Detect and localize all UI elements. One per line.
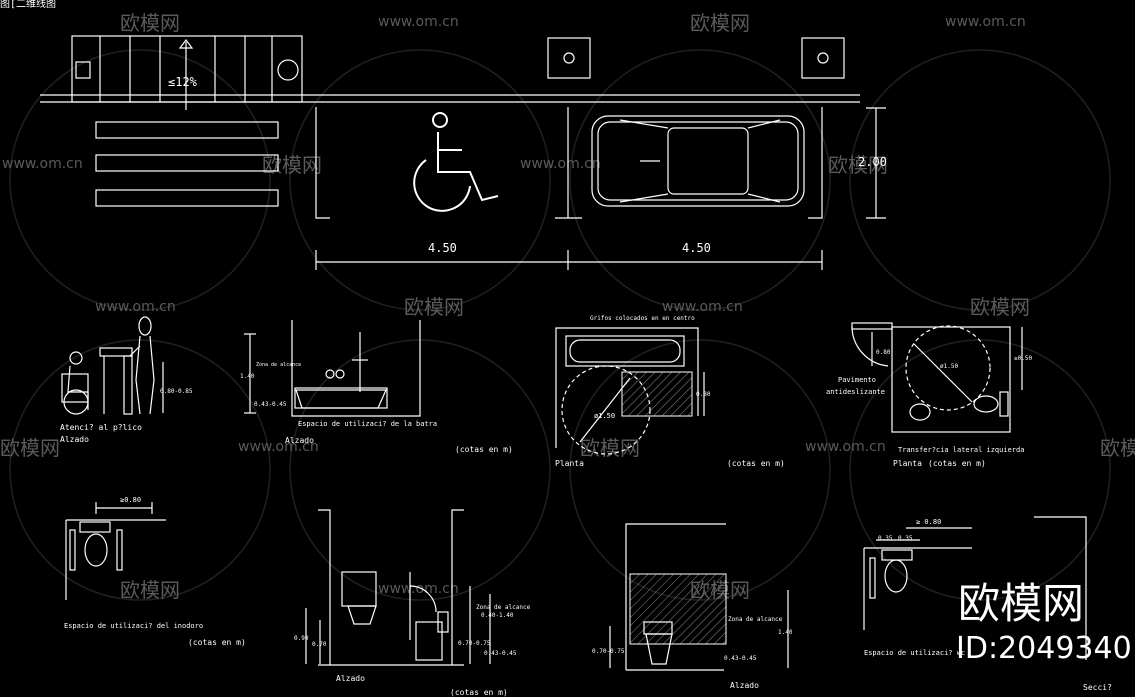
wm-brand: 欧模网	[0, 436, 60, 460]
wc2-h-a: 0.70-0.75	[458, 640, 491, 647]
wm-brand: 欧模网	[404, 295, 464, 319]
car-icon	[591, 115, 805, 207]
ramp-slope-label: ≤12%	[168, 75, 198, 89]
wm-brand: 欧模网	[970, 295, 1030, 319]
window-title: 图[二维线图	[0, 0, 56, 10]
wc-elevation-2: 0.90 0.70 Zona de alcance 0.40-1.40 0.70…	[294, 509, 531, 697]
bath-units: (cotas en m)	[455, 445, 513, 454]
wc2-units: (cotas en m)	[450, 688, 508, 697]
wm-url: www.om.cn	[378, 14, 459, 30]
plan2-dim-b: ≥0.50	[1014, 355, 1032, 362]
plan2-floor-2: antideslizante	[826, 388, 885, 396]
wc3-h3: 0.43-0.45	[724, 655, 757, 662]
bath-subtitle: Alzado	[285, 436, 314, 445]
parking-spaces: 4.50 4.50 2.00	[315, 107, 887, 270]
wm-url: www.om.cn	[238, 439, 319, 455]
wc2-label: Alzado	[336, 674, 365, 683]
wm-url: www.om.cn	[945, 14, 1026, 30]
bollards	[547, 37, 845, 79]
parking-depth: 2.00	[858, 155, 887, 169]
wc1-units: (cotas en m)	[188, 638, 246, 647]
wc-plan-4: ≥ 0.80 0.35 0.35 Espacio de utilizaci? w…	[863, 516, 1112, 692]
counter-title: Atenci? al p?lico	[60, 423, 142, 432]
parking-width-right: 4.50	[682, 241, 711, 255]
counter-elevation: 0.80-0.85 Atenci? al p?lico Alzado	[60, 316, 193, 444]
wc2-h-d: 0.70	[312, 641, 327, 648]
plan2-floor-1: Pavimento	[838, 376, 876, 384]
wc4-section: Secci?	[1083, 683, 1112, 692]
wm-url: www.om.cn	[378, 581, 459, 597]
plan2-units: (cotas en m)	[928, 459, 986, 468]
brand-watermark: 欧模网 ID:2049340	[956, 579, 1132, 666]
plan2-transfer: Transfer?cia lateral izquierda	[898, 446, 1024, 454]
wc3-label: Alzado	[730, 681, 759, 690]
bath-elevation: 1.40 0.43-0.45 Zona de alcance Espacio d…	[240, 320, 513, 454]
parking-width-left: 4.50	[428, 241, 457, 255]
wc-elevation-3: Zona de alcance 1.40 0.70-0.75 0.43-0.45…	[592, 523, 793, 690]
wc2-h-b: 0.43-0.45	[484, 650, 517, 657]
counter-subtitle: Alzado	[60, 435, 89, 444]
wm-brand: 欧模网	[120, 11, 180, 35]
wm-brand: 欧模网	[828, 153, 888, 177]
brand-big: 欧模网	[958, 579, 1084, 628]
bath-title: Espacio de utilizaci? de la batra	[298, 420, 437, 428]
wc3-h1: 1.40	[778, 629, 793, 636]
bath-h1: 1.40	[240, 373, 255, 380]
brand-id: ID:2049340	[956, 631, 1132, 666]
plan1-circle: ø1.50	[594, 412, 615, 420]
wm-brand: 欧模网	[262, 153, 322, 177]
plan2-dim-a: 0.80	[876, 349, 891, 356]
watermark-texts: 欧模网 www.om.cn 欧模网 www.om.cn www.om.cn 欧模…	[0, 11, 1135, 602]
wc2-reach-1: Zona de alcance	[476, 604, 531, 611]
wm-brand: 欧模网	[690, 11, 750, 35]
wc4-title: Espacio de utilizaci? wc	[864, 649, 965, 657]
plan1-units: (cotas en m)	[727, 459, 785, 468]
wc3-reach: Zona de alcance	[728, 616, 783, 623]
wc3-h2: 0.70-0.75	[592, 648, 625, 655]
wc4-dim-a: ≥ 0.80	[916, 518, 941, 526]
plan1-label: Planta	[555, 459, 584, 468]
wm-url: www.om.cn	[2, 156, 83, 172]
wm-url: www.om.cn	[520, 156, 601, 172]
crosswalk	[95, 121, 279, 207]
plan1-dim: 0.80	[696, 391, 711, 398]
plan-bath-1: ø1.50 0.80 Grifos colocados en en centro…	[555, 315, 785, 468]
wc1-dim: ≥0.80	[120, 496, 141, 504]
wc1-title: Espacio de utilizaci? del inodoro	[64, 622, 203, 630]
wheelchair-icon	[413, 112, 499, 212]
wm-url: www.om.cn	[805, 439, 886, 455]
wm-url: www.om.cn	[662, 299, 743, 315]
plan2-circle: ø1.50	[940, 363, 958, 370]
plan2-label: Planta	[893, 459, 922, 468]
ramp-plan: ≤12%	[40, 35, 860, 110]
wc4-dim-c: 0.35	[898, 535, 913, 542]
wc-plan-1: ≥0.80 Espacio de utilizaci? del inodoro …	[64, 496, 246, 647]
counter-height: 0.80-0.85	[160, 388, 193, 395]
wc4-dim-b: 0.35	[878, 535, 893, 542]
plan1-title: Grifos colocados en en centro	[590, 315, 695, 322]
wm-brand: 欧模网	[1100, 436, 1135, 460]
bath-reach: Zona de alcance	[256, 362, 301, 368]
wm-url: www.om.cn	[95, 299, 176, 315]
wc2-reach-2: 0.40-1.40	[481, 612, 514, 619]
bath-h2: 0.43-0.45	[254, 401, 287, 408]
plan-bath-2: ø1.50 0.80 ≥0.50 Pavimento antideslizant…	[826, 322, 1032, 468]
watermark-circles	[9, 49, 1111, 601]
wm-brand: 欧模网	[120, 578, 180, 602]
wm-brand: 欧模网	[580, 436, 640, 460]
wc2-h-c: 0.90	[294, 635, 309, 642]
